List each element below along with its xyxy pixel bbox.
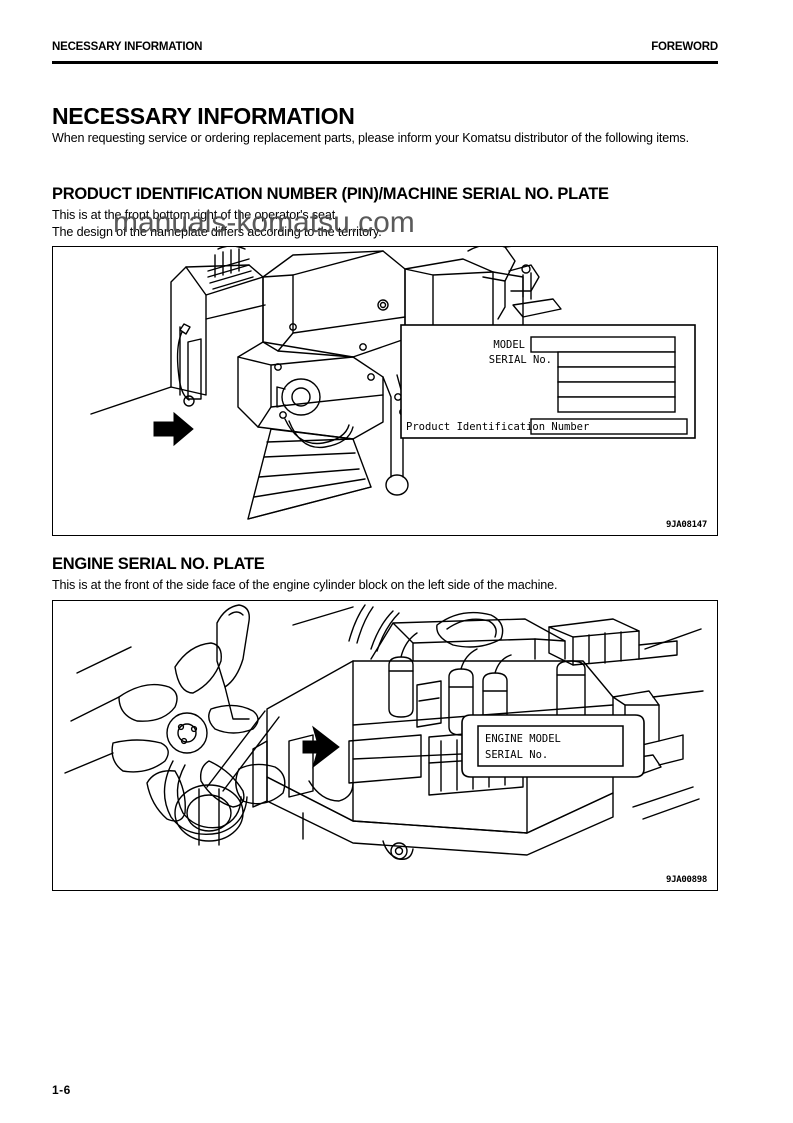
nameplate-label-model: MODEL: [493, 339, 525, 351]
section-pin-line-1: This is at the front bottom right of the…: [52, 208, 339, 222]
section-heading-pin: PRODUCT IDENTIFICATION NUMBER (PIN)/MACH…: [52, 185, 609, 203]
figure-reference-code: 9JA08147: [666, 520, 707, 530]
figure-reference-code: 9JA00898: [666, 875, 707, 885]
page-header: NECESSARY INFORMATION FOREWORD: [52, 41, 718, 54]
section-pin-line-2: The design of the nameplate differs acco…: [52, 225, 382, 239]
nameplate-label-pin: Product Identification Number: [406, 421, 589, 433]
callout-arrow-icon: [302, 725, 340, 769]
header-section-title: NECESSARY INFORMATION: [52, 41, 203, 53]
figure-pin-plate-location: MODEL SERIAL No. Product Identification …: [52, 246, 718, 536]
engine-plate-label-serial: SERIAL No.: [485, 749, 548, 761]
nameplate-label-serial: SERIAL No.: [489, 354, 552, 366]
nameplate-diagram: MODEL SERIAL No. Product Identification …: [400, 324, 696, 439]
header-chapter-title: FOREWORD: [651, 41, 718, 53]
section-heading-engine: ENGINE SERIAL NO. PLATE: [52, 555, 265, 573]
callout-arrow-icon: [153, 411, 194, 447]
page-title: NECESSARY INFORMATION: [52, 103, 355, 129]
section-engine-line-1: This is at the front of the side face of…: [52, 578, 558, 592]
engine-plate-label-model: ENGINE MODEL: [485, 733, 561, 745]
figure-engine-plate-location: ENGINE MODEL SERIAL No. 9JA00898: [52, 600, 718, 891]
intro-paragraph: When requesting service or ordering repl…: [52, 131, 689, 145]
figure-engine-illustration: ENGINE MODEL SERIAL No.: [64, 604, 704, 860]
engine-plate-diagram: ENGINE MODEL SERIAL No.: [461, 714, 645, 778]
header-divider: [52, 61, 718, 64]
page-number: 1-6: [52, 1083, 71, 1097]
site-watermark: manuals-komatsu.com: [113, 206, 415, 239]
figure-pin-illustration: MODEL SERIAL No. Product Identification …: [90, 247, 696, 520]
